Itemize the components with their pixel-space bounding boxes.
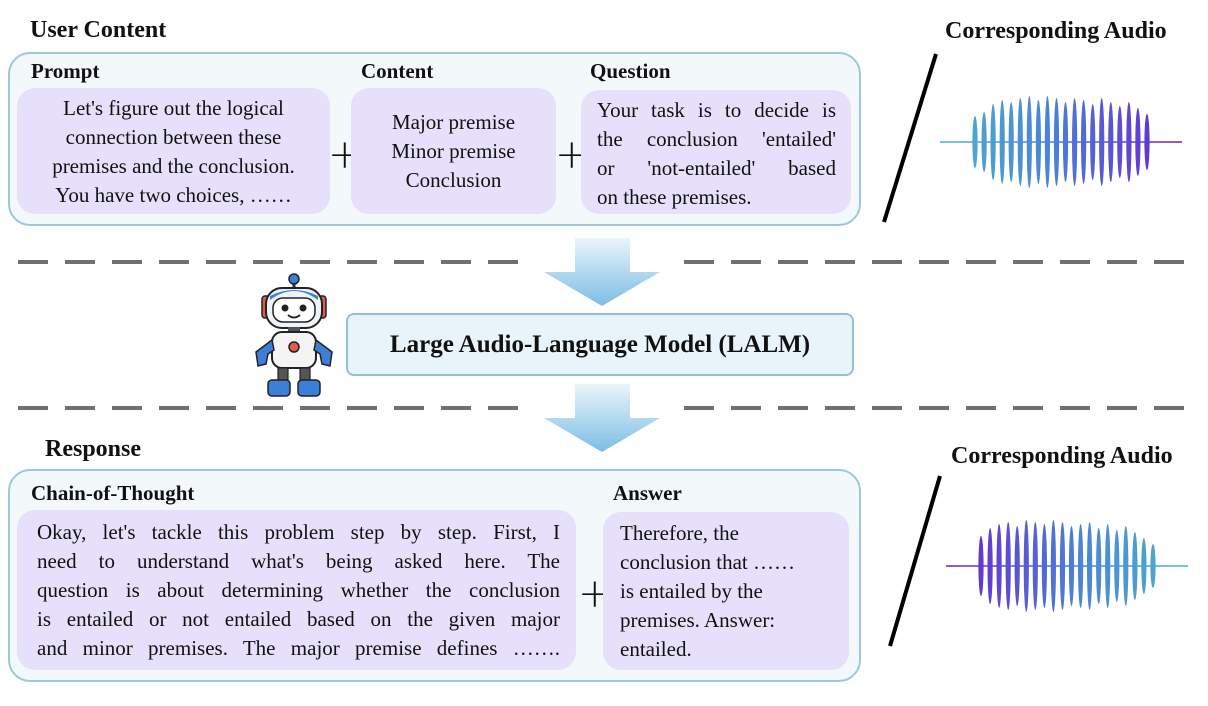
waveform-icon [946,520,1188,612]
lalm-label: Large Audio-Language Model (LALM) [389,330,811,358]
waveform-icon [940,96,1182,188]
down-arrow-icon [544,238,660,306]
down-arrow-icon [544,384,660,452]
robot-icon [255,273,333,397]
cot-line: is entailed or not entailed based on the… [37,607,560,631]
answer-label: Answer [613,481,682,505]
prompt-line: Let's figure out the logical [63,96,284,120]
user-content-title: User Content [30,17,167,43]
answer-line: is entailed by the [620,579,763,603]
lalm-box: Large Audio-Language Model (LALM) [346,313,854,376]
answer-line: premises. Answer: [620,608,776,632]
prompt-line: premises and the conclusion. [52,154,295,178]
audio-top-title: Corresponding Audio [945,18,1167,44]
content-line: Major premise [391,110,516,134]
cot-line: Okay, let's tackle this problem step by … [37,520,560,544]
cot-line: question is about determining whether th… [37,578,560,602]
cot-label: Chain-of-Thought [31,481,195,505]
question-line: Your task is to decide is [597,98,836,122]
question-card: Your task is to decide is the conclusion… [581,90,851,214]
prompt-card: Let's figure out the logical connection … [17,88,330,214]
audio-bottom-title: Corresponding Audio [951,443,1173,469]
content-line: Minor premise [391,139,516,163]
question-line: or 'not-entailed' based [597,156,836,180]
content-card: Major premise Minor premise Conclusion [351,88,556,214]
response-title: Response [45,436,142,462]
question-line: the conclusion 'entailed' [597,127,836,151]
cot-card: Okay, let's tackle this problem step by … [17,510,576,670]
question-label: Question [590,59,671,83]
cot-line: need to understand what's being asked he… [37,549,560,573]
prompt-line: You have two choices, …… [55,183,292,207]
answer-line: entailed. [620,637,692,661]
prompt-line: connection between these [65,125,282,149]
prompt-label: Prompt [31,59,100,83]
content-label: Content [361,59,434,83]
question-line: on these premises. [597,185,752,209]
answer-card: Therefore, the conclusion that …… is ent… [603,512,849,670]
content-line: Conclusion [405,168,502,192]
answer-line: Therefore, the [620,521,739,545]
slash-divider [882,53,938,223]
cot-line: and minor premises. The major premise de… [37,636,560,660]
slash-divider [888,475,942,647]
answer-line: conclusion that …… [620,550,795,574]
